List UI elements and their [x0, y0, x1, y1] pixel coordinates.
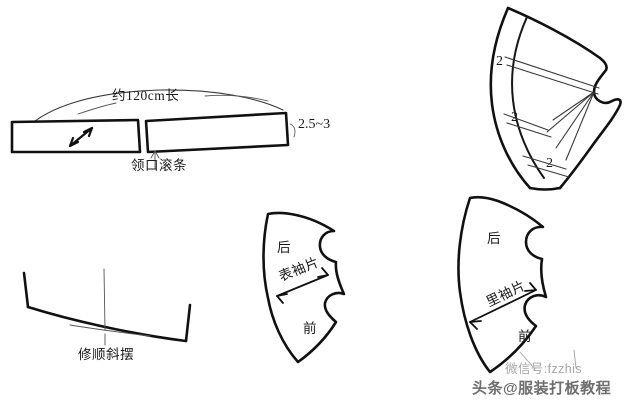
flare-panel-diagram: [489, 6, 622, 191]
flare-panel-slash-4: [565, 91, 595, 161]
flare-panel-bottom-edge: [528, 186, 562, 191]
outer-sleeve-front-label: 前: [303, 321, 317, 336]
outer-sleeve-grainline-arrow: [276, 267, 329, 304]
flare-panel-increment-1: 2: [496, 54, 503, 69]
inner-sleeve-front-label: 前: [518, 329, 532, 344]
flare-panel-increment-3: 2: [546, 156, 553, 171]
collar-strip-left-panel: [10, 118, 142, 154]
flare-panel-slash-2: [546, 91, 595, 133]
flare-panel-divider-low: [522, 155, 567, 170]
collar-strip-width-label: 2.5~3: [298, 117, 331, 132]
collar-strip-length-label: 约120cm长: [112, 88, 180, 103]
collar-strip-part-label: 领口滚条: [131, 158, 187, 173]
collar-strip-length-leader-left: [77, 102, 117, 115]
collar-strip-grainline-arrow: [68, 126, 94, 148]
flare-panel-divider-mid: [503, 113, 549, 131]
collar-strip-part-leader-head: [150, 150, 160, 159]
collar-strip-length-leader: [204, 94, 269, 102]
collar-strip-right-panel: [144, 111, 290, 154]
watermark-wechat-id: 微信号:fzzhis: [505, 362, 582, 376]
flare-panel-divider-upper: [504, 56, 600, 89]
collar-strip-width-leader: [289, 123, 296, 138]
flare-panel-divider-upper2: [506, 64, 599, 95]
collar-strip-diagram: [10, 89, 296, 169]
flare-panel-left-edge: [489, 6, 532, 190]
flare-panel-slash-1: [552, 91, 595, 121]
watermark-account-name: 头条@服装打板教程: [472, 380, 612, 397]
inner-sleeve-back-label: 后: [487, 231, 501, 246]
collar-strip-guide-arc: [21, 89, 284, 134]
inner-sleeve-outline: [457, 195, 548, 374]
hem-trim-right-side: [184, 303, 192, 343]
flare-panel-increment-2: 2: [511, 110, 518, 125]
outer-sleeve-diagram: [262, 211, 346, 364]
flare-panel-divider-low2: [527, 164, 570, 178]
outer-sleeve-back-label: 后: [277, 240, 291, 255]
flare-panel-slash-3: [555, 91, 595, 149]
watermark-decor-strokes: [519, 349, 577, 369]
outer-sleeve-outline: [262, 211, 346, 364]
hem-trim-label: 修顺斜摆: [78, 347, 134, 362]
inner-sleeve-diagram: [457, 195, 548, 374]
hem-trim-correction-line: [69, 324, 151, 337]
flare-panel-inner-arc: [511, 16, 545, 179]
hem-trim-bottom-curve: [26, 305, 188, 343]
inner-sleeve-grainline-arrow: [469, 282, 537, 330]
hem-trim-center-line: [103, 268, 106, 331]
flare-panel-right-edge: [558, 56, 622, 190]
flare-panel-top-edge: [506, 6, 602, 60]
flare-panel-divider-mid2: [506, 122, 552, 138]
hem-trim-left-side: [22, 271, 30, 309]
hem-trim-diagram: [22, 268, 192, 346]
